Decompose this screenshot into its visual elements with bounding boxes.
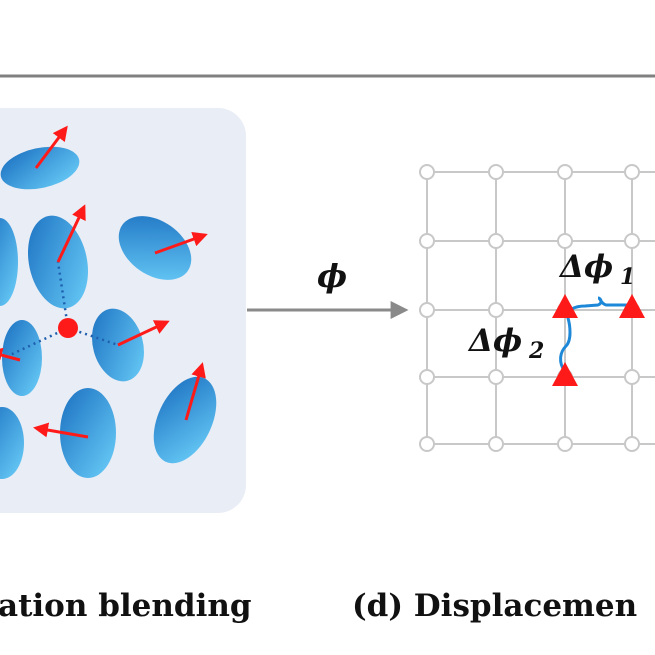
grid-node: [488, 436, 504, 452]
caption-left: ation blending: [0, 588, 252, 624]
ellipse-4: [0, 218, 18, 306]
grid-node: [557, 233, 573, 249]
displacement-grid: [419, 164, 655, 452]
grid-node: [488, 302, 504, 318]
grid-node: [419, 369, 435, 385]
grid-node: [488, 369, 504, 385]
phi-label: ϕ: [317, 257, 347, 295]
arrow-2: [56, 204, 86, 263]
ellipse-8: [60, 388, 116, 478]
grid-node: [419, 164, 435, 180]
blend-links: [9, 261, 119, 357]
grid-node: [557, 164, 573, 180]
grid-node: [419, 233, 435, 249]
ellipse-1: [0, 146, 80, 190]
blending-panel: [0, 108, 246, 513]
arrow-7: [33, 422, 89, 439]
blend-point: [58, 318, 78, 338]
grid-node: [557, 436, 573, 452]
grid-node: [624, 436, 640, 452]
svg-text:Δϕ: Δϕ: [558, 249, 613, 285]
ellipse-6: [2, 320, 42, 396]
grid-node: [419, 302, 435, 318]
caption-right: (d) Displacemen: [352, 588, 637, 624]
control-markers: [552, 294, 645, 386]
displacement-path: [559, 296, 628, 373]
arrow-3: [154, 232, 208, 255]
grid-node: [419, 436, 435, 452]
arrow-1: [34, 125, 68, 169]
svg-text:1: 1: [620, 264, 635, 290]
svg-text:Δϕ: Δϕ: [467, 323, 522, 359]
grid-node: [624, 369, 640, 385]
ellipse-7: [153, 376, 217, 464]
arrow-4: [117, 320, 170, 347]
ellipse-2: [118, 216, 192, 280]
grid-node: [624, 233, 640, 249]
delta-phi-2-label: Δϕ 2: [467, 323, 544, 364]
grid-node: [624, 164, 640, 180]
grid-node: [488, 164, 504, 180]
svg-text:2: 2: [528, 338, 544, 364]
delta-phi-1-label: Δϕ 1: [558, 249, 635, 290]
arrow-6: [184, 362, 206, 421]
gaussian-ellipses: [0, 146, 217, 479]
marker-top-right: [619, 294, 645, 318]
displacement-arrows: [0, 125, 208, 439]
arrow-5: [0, 347, 21, 363]
grid-node: [488, 233, 504, 249]
marker-top-left: [552, 294, 578, 318]
ellipse-9: [0, 407, 24, 479]
marker-bottom: [552, 362, 578, 386]
